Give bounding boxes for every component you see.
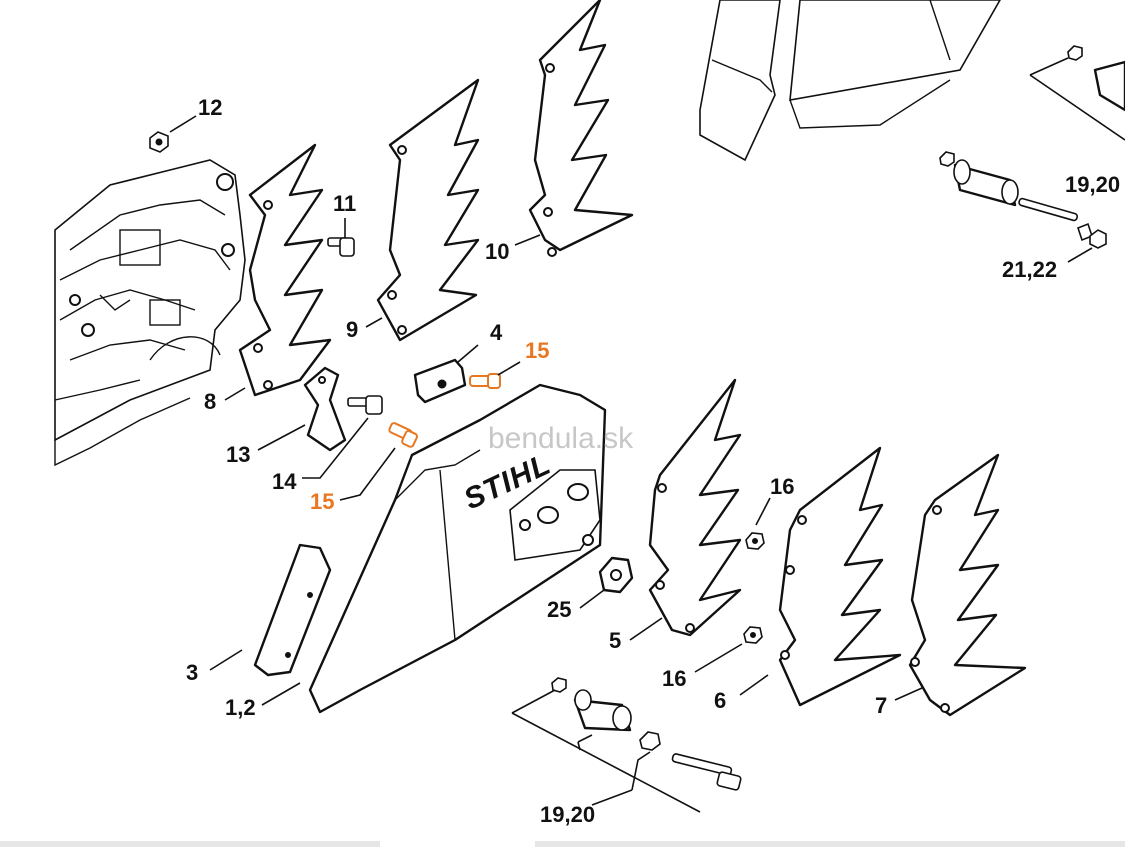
label-25: 25 <box>547 597 571 622</box>
label-21-22: 21,22 <box>1002 257 1057 282</box>
watermark: bendula.sk <box>488 422 634 455</box>
label-4: 4 <box>490 320 503 345</box>
nut-16-lower <box>743 626 763 644</box>
spacer-bolt-set-bottom <box>551 677 742 791</box>
clip-13 <box>303 366 347 452</box>
bumper-piece-3 <box>253 543 332 677</box>
spike-plate-9 <box>376 78 480 342</box>
label-5: 5 <box>609 628 621 653</box>
label-12: 12 <box>198 95 222 120</box>
bottom-strip-right <box>535 841 1125 847</box>
slide-block-4 <box>413 358 467 404</box>
label-16-upper: 16 <box>770 474 794 499</box>
label-16-lower: 16 <box>662 666 686 691</box>
nut-25 <box>598 556 634 594</box>
screw-11 <box>327 237 355 257</box>
label-15-lower: 15 <box>310 489 334 514</box>
screw-15-lower <box>388 422 418 448</box>
label-11: 11 <box>333 191 356 216</box>
label-8: 8 <box>204 389 216 414</box>
spacer-bolt-set-top <box>939 45 1125 249</box>
spike-plate-10 <box>528 0 634 257</box>
engine-housing <box>54 159 246 467</box>
bottom-strip-left <box>0 841 380 847</box>
screw-14 <box>347 395 383 415</box>
nut-16-upper <box>745 532 765 550</box>
spike-plate-5 <box>648 378 742 637</box>
label-7: 7 <box>875 693 887 718</box>
label-1-2: 1,2 <box>225 695 256 720</box>
spike-plate-7 <box>908 453 1027 717</box>
label-15-upper: 15 <box>525 338 549 363</box>
label-19-20-bottom: 19,20 <box>540 802 595 827</box>
nut-12 <box>149 131 169 153</box>
spike-plate-8 <box>238 143 332 397</box>
spike-plate-6 <box>778 446 902 707</box>
label-13: 13 <box>226 442 250 467</box>
leader-lines <box>169 57 1125 813</box>
label-6: 6 <box>714 688 726 713</box>
sprocket-cover: STIHL <box>308 383 607 714</box>
label-19-20-top: 19,20 <box>1065 172 1120 197</box>
label-9: 9 <box>346 317 358 342</box>
screw-15-upper <box>469 373 501 389</box>
label-10: 10 <box>485 239 509 264</box>
handle-housing <box>699 0 1001 162</box>
label-3: 3 <box>186 660 198 685</box>
label-14: 14 <box>272 469 297 494</box>
part-labels: 12 11 10 9 8 4 15 13 14 15 16 25 5 16 6 … <box>186 95 1120 827</box>
